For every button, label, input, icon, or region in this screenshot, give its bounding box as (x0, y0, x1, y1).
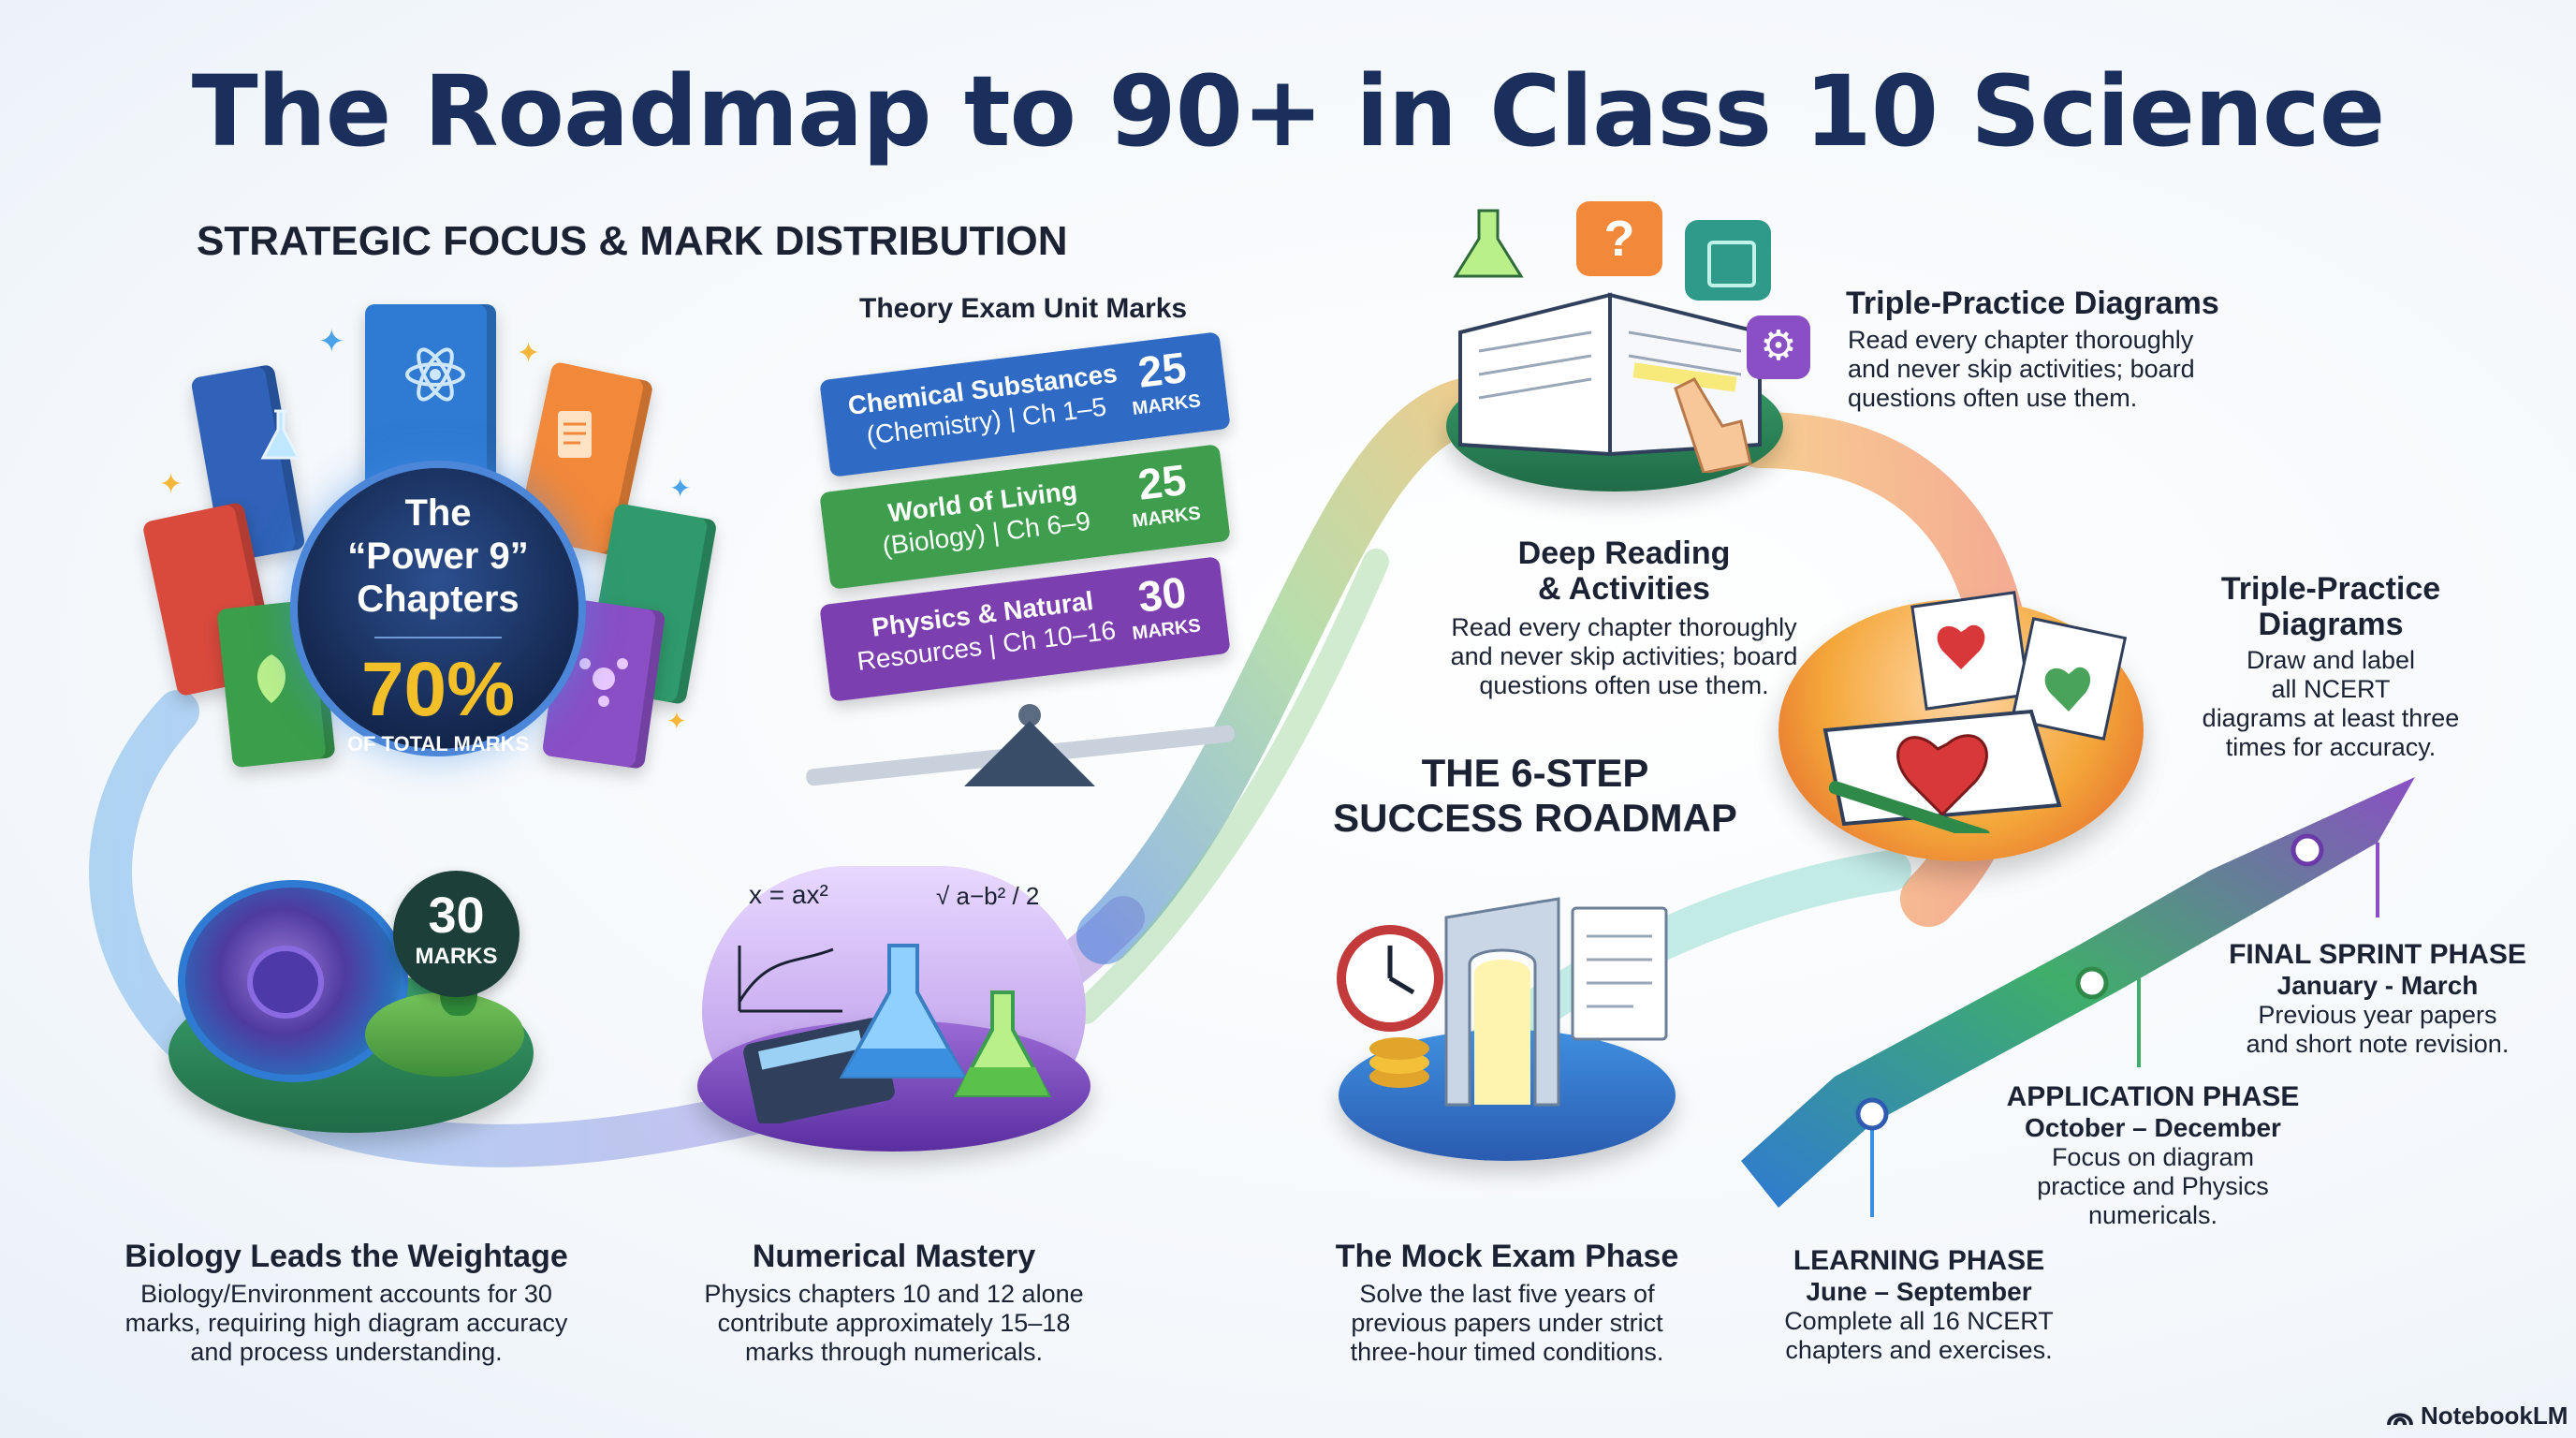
phase-final-sprint: FINAL SPRINT PHASE January - March Previ… (2229, 939, 2526, 1058)
calculator-flasks (738, 944, 1052, 1123)
flask-icon (260, 409, 301, 460)
heart-icon (1896, 734, 1988, 817)
cell-nucleus (247, 946, 324, 1019)
chip-icon (1685, 220, 1771, 301)
pointer-hand-icon (1674, 377, 1752, 473)
power9-percentage: 70% (360, 647, 516, 732)
biology-desc: Biology/Environment accounts for 30 mark… (124, 1280, 568, 1366)
roadmap-heading: THE 6-STEP SUCCESS ROADMAP (1333, 751, 1737, 840)
power9-label: The “Power 9” Chapters (347, 492, 529, 620)
triple-top-title: Triple-Practice Diagrams (1846, 286, 2219, 321)
heart-icon (2044, 667, 2091, 712)
phase-timeline (1741, 777, 2415, 1217)
power9-circle (298, 468, 578, 749)
atom-icon (405, 347, 465, 402)
flask-icon (1453, 209, 1524, 278)
heart-diagram-illustration (1822, 591, 2128, 833)
mock-exam-illustration (1337, 897, 1668, 1107)
sparkle-icon: ✦ (666, 707, 687, 735)
page-title: The Roadmap to 90+ in Class 10 Science (191, 54, 2385, 169)
flask-icon (953, 990, 1052, 1097)
gear-icon: ⚙ (1747, 315, 1810, 379)
numerical-title: Numerical Mastery (752, 1239, 1036, 1274)
triple-right-desc: Draw and label all NCERT diagrams at lea… (2202, 646, 2460, 761)
phase-dot (1855, 1097, 1889, 1131)
flask-icon (839, 944, 968, 1078)
open-book-illustration (1453, 209, 1762, 473)
flow-main-s2 (1073, 549, 1389, 1024)
leaf-icon (257, 654, 285, 703)
formula-text: √ a−b² / 2 (936, 882, 1040, 910)
numerical-desc: Physics chapters 10 and 12 alone contrib… (704, 1280, 1084, 1366)
molecule-icon (579, 658, 628, 707)
mock-desc: Solve the last five years of previous pa… (1350, 1280, 1664, 1366)
biology-marks-badge: 30 MARKS (393, 871, 520, 997)
sparkle-icon: ✦ (517, 338, 541, 369)
phase-dot (2291, 833, 2324, 867)
theory-label: Theory Exam Unit Marks (859, 293, 1188, 324)
deep-reading-title: Deep Reading & Activities (1517, 536, 1731, 607)
power9-books (141, 295, 758, 782)
heart-icon (1937, 624, 1985, 669)
document-icon (558, 411, 592, 458)
divider (374, 637, 502, 638)
strategic-heading: STRATEGIC FOCUS & MARK DISTRIBUTION (197, 218, 1068, 264)
question-icon: ? (1576, 201, 1662, 276)
calculator-icon (743, 1018, 895, 1123)
sparkle-icon: ✦ (159, 469, 183, 500)
triple-top-desc: Read every chapter thoroughly and never … (1848, 326, 2195, 412)
mock-title: The Mock Exam Phase (1335, 1239, 1679, 1274)
brand-mark: NotebookLM (2387, 1401, 2568, 1431)
graph-icon (738, 946, 842, 1013)
biology-title: Biology Leads the Weightage (124, 1239, 568, 1274)
phase-application: APPLICATION PHASE October – December Foc… (2006, 1081, 2300, 1229)
coins-icon (1369, 1037, 1429, 1088)
clock-icon (1337, 925, 1443, 1032)
triple-right-title: Triple-Practice Diagrams (2220, 571, 2441, 642)
balance-scale (806, 704, 1235, 786)
phase-dot (2075, 966, 2109, 1000)
arch-icon (1444, 897, 1560, 1107)
formula-text: x = ax² (749, 880, 828, 909)
brand-label: NotebookLM (2421, 1401, 2569, 1430)
power9-subtitle: OF TOTAL MARKS (346, 732, 530, 756)
sparkle-icon: ✦ (318, 324, 345, 360)
phase-learning: LEARNING PHASE June – September Complete… (1784, 1245, 2054, 1364)
deep-reading-desc: Read every chapter thoroughly and never … (1450, 613, 1798, 699)
sparkle-icon: ✦ (669, 474, 692, 503)
notebook-logo-icon (2387, 1413, 2413, 1425)
pencil-icon (1828, 781, 1991, 833)
document-icon (1571, 906, 1668, 1041)
